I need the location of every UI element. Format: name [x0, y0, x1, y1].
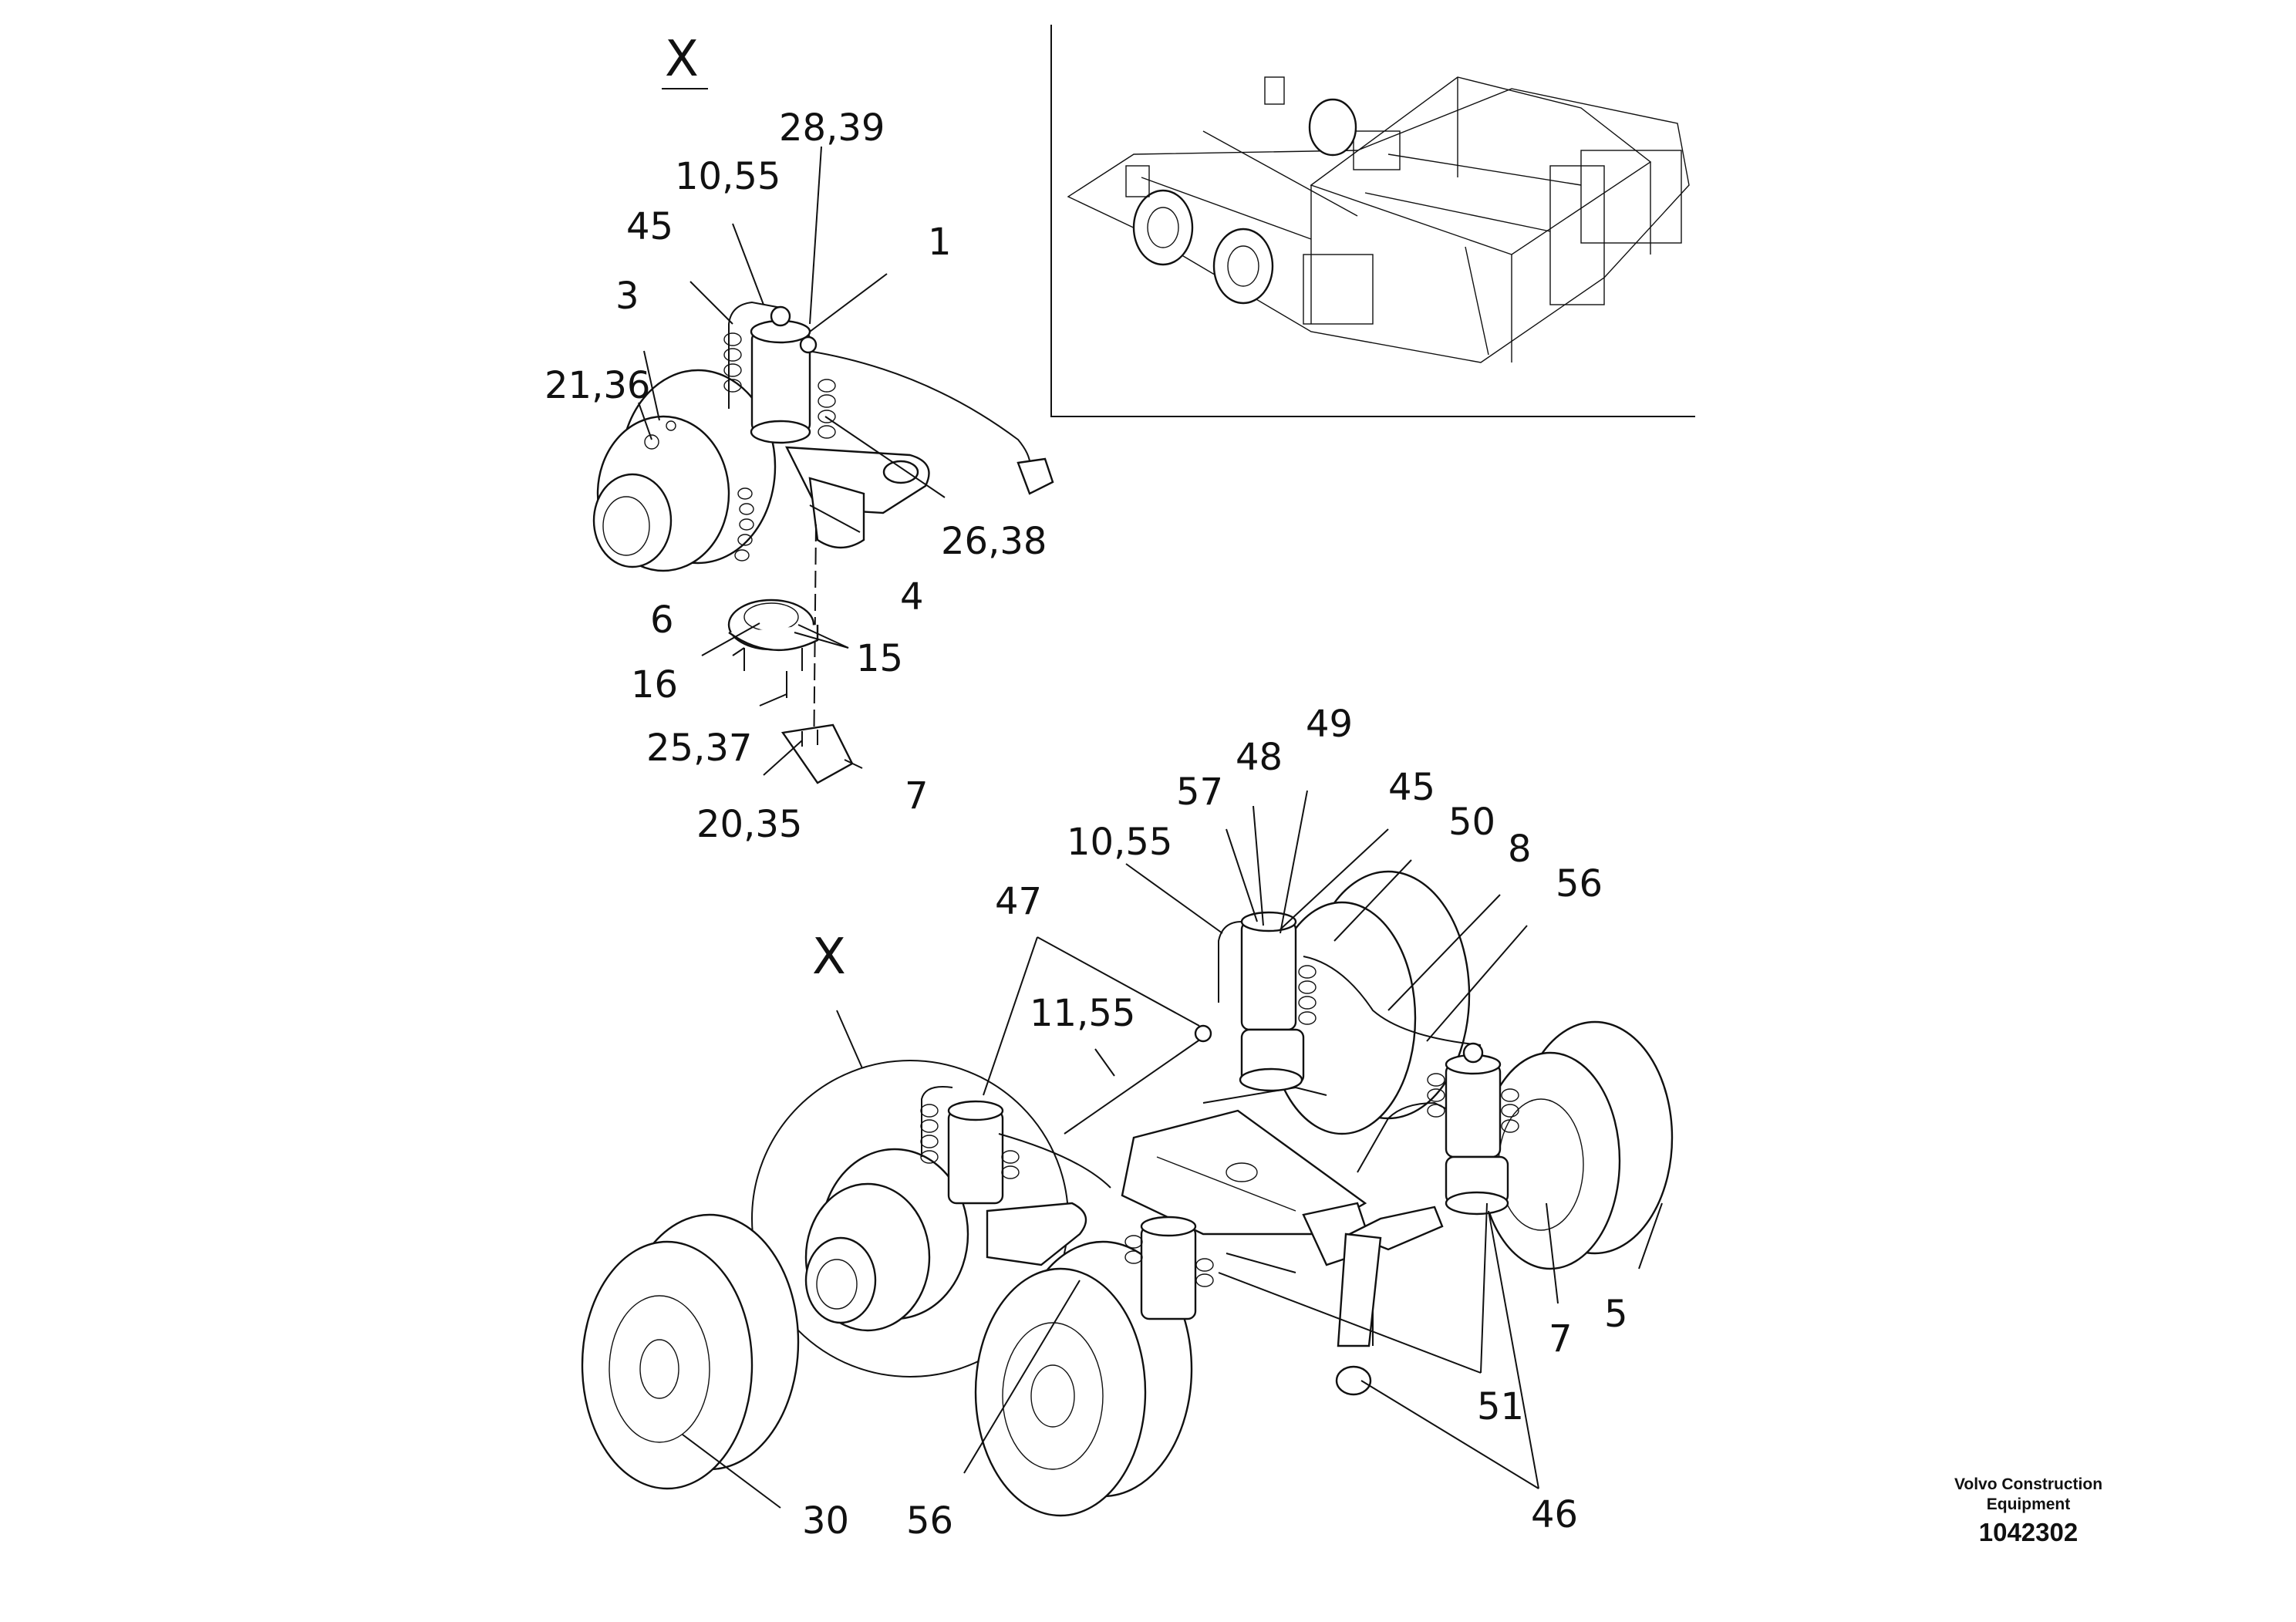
hub-bolts — [734, 487, 754, 561]
brand-name-line1: Volvo Construction — [1954, 1475, 2102, 1493]
callout-21-36: 21,36 — [544, 364, 650, 407]
callout-16: 16 — [631, 663, 678, 706]
callout-57: 57 — [1176, 771, 1223, 814]
inset-frame — [1050, 25, 1695, 417]
callout-47: 47 — [995, 880, 1042, 923]
hose-11-55 — [1064, 1037, 1204, 1135]
callout-45: 45 — [626, 205, 673, 248]
callout-56-left: 56 — [906, 1499, 953, 1543]
callout-20-35: 20,35 — [696, 803, 802, 846]
brand-block: Volvo Construction Equipment 1042302 — [1954, 1475, 2102, 1546]
brand-name-line2: Equipment — [1987, 1496, 2071, 1513]
overview-inset — [1050, 25, 1695, 417]
detail-callouts: 28,39 10,55 45 1 3 21,36 26,38 4 6 15 16… — [544, 106, 1047, 846]
lower-link — [1226, 1253, 1296, 1273]
callout-7-main: 7 — [1549, 1317, 1573, 1361]
callout-46: 46 — [1531, 1493, 1578, 1536]
callout-11-55: 11,55 — [1030, 992, 1135, 1035]
callout-7: 7 — [905, 774, 929, 818]
callout-5: 5 — [1604, 1293, 1628, 1336]
callout-51: 51 — [1477, 1385, 1524, 1428]
callout-1: 1 — [928, 221, 952, 264]
callout-49: 49 — [1306, 703, 1353, 746]
main-assembly-view: X — [581, 703, 1674, 1543]
callout-28-39: 28,39 — [779, 106, 885, 150]
main-leader-lines — [682, 790, 1663, 1509]
callout-56-right: 56 — [1556, 862, 1603, 905]
callout-8: 8 — [1508, 828, 1532, 871]
machine-frame-drawing — [1067, 76, 1690, 363]
detail-leader-lines — [638, 146, 946, 776]
document-id: 1042302 — [1979, 1518, 2078, 1546]
callout-50: 50 — [1448, 801, 1495, 844]
accumulator-coils — [723, 332, 836, 439]
upper-link — [1202, 1086, 1327, 1104]
main-callouts: 49 48 57 45 50 8 10,55 56 47 11,55 7 5 5… — [802, 703, 1628, 1543]
main-view-marker: X — [812, 929, 846, 986]
callout-48: 48 — [1236, 736, 1283, 779]
callout-3: 3 — [615, 275, 639, 318]
callout-45-main: 45 — [1388, 766, 1435, 809]
callout-25-37: 25,37 — [646, 727, 752, 770]
callout-30: 30 — [802, 1499, 849, 1543]
center-beam — [1121, 1109, 1367, 1236]
callout-4: 4 — [900, 575, 924, 619]
detail-x-view: X — [544, 31, 1054, 846]
callout-6: 6 — [650, 599, 674, 642]
callout-26-38: 26,38 — [941, 520, 1047, 563]
callout-10-55-main: 10,55 — [1067, 821, 1172, 864]
detail-view-marker: X — [665, 31, 699, 88]
callout-15: 15 — [856, 637, 903, 680]
callout-10-55: 10,55 — [675, 155, 781, 198]
steering-cylinder — [1337, 1233, 1382, 1347]
